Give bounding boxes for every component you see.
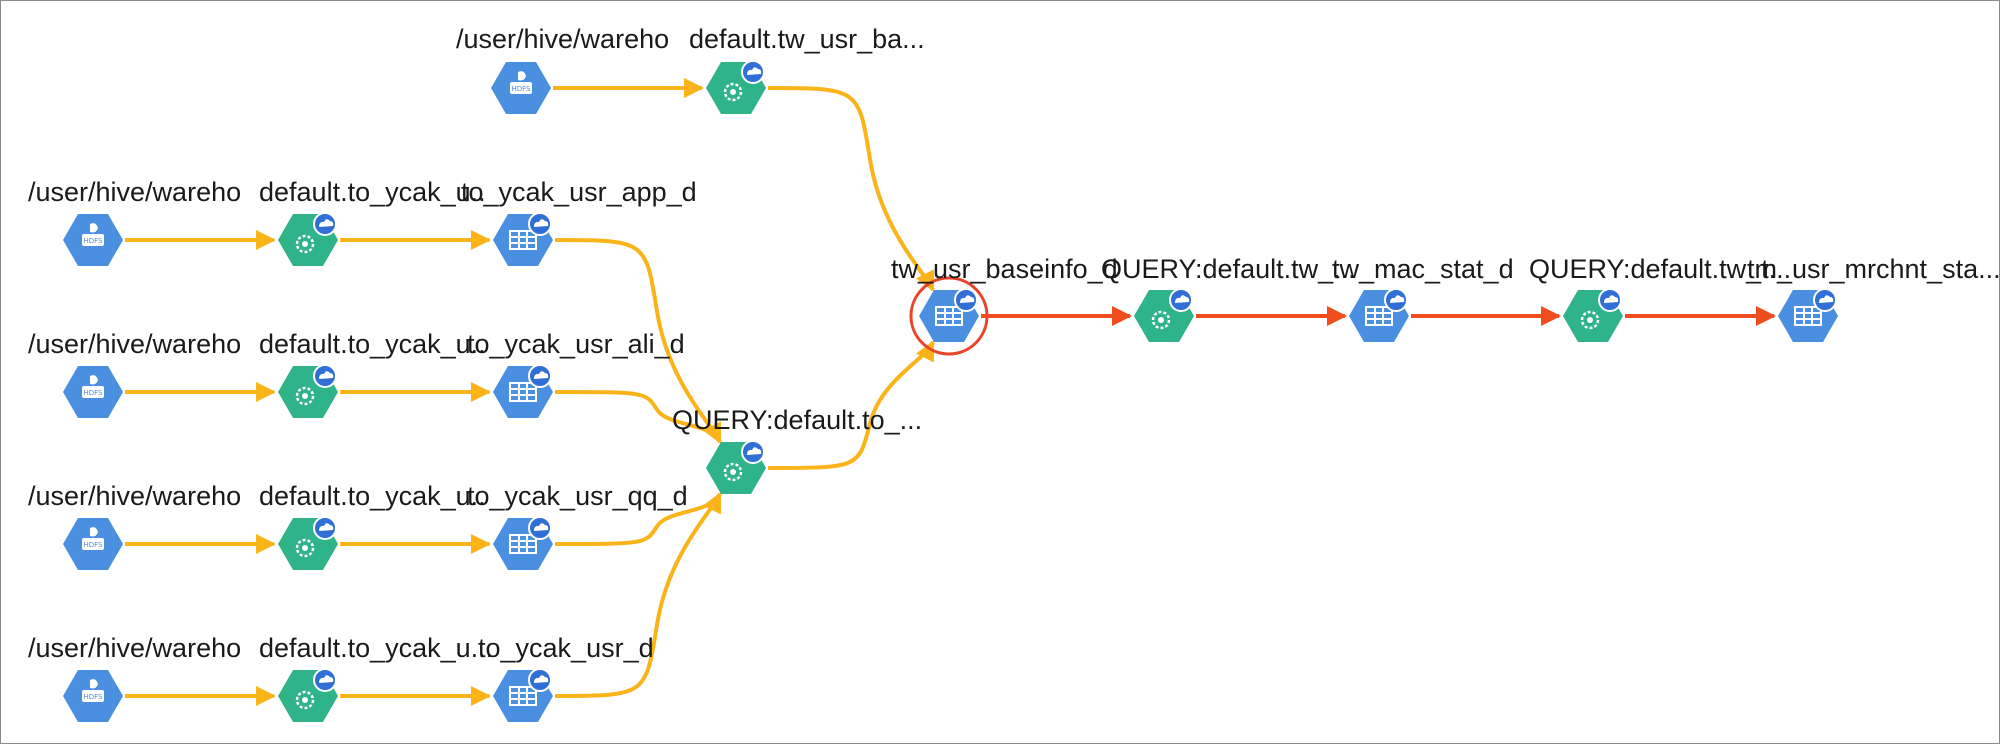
node-proc4[interactable] (278, 668, 338, 722)
cloud-badge-icon (1813, 288, 1837, 312)
node-q1[interactable] (1134, 288, 1194, 342)
node-mac[interactable] (1349, 288, 1409, 342)
node-label-mrch: tm_usr_mrchnt_sta... (1747, 254, 2000, 284)
node-hdfs2[interactable]: HDFS (63, 366, 123, 418)
cloud-badge-icon (528, 364, 552, 388)
labels-layer: /user/hive/wareho default.tw_usr_ba... /us… (28, 24, 2000, 663)
node-q0[interactable] (706, 440, 766, 494)
hdfs-icon: HDFS (82, 375, 104, 398)
table-icon (935, 306, 963, 326)
hdfs-icon: HDFS (510, 71, 532, 94)
gear-icon (295, 234, 315, 254)
hdfs-icon: HDFS (82, 679, 104, 702)
gear-icon (1151, 310, 1171, 330)
node-label-tbl4: to_ycak_usr_d (478, 633, 654, 663)
cloud-badge-icon (1598, 288, 1622, 312)
node-label-proc3: default.to_ycak_u.. (259, 481, 486, 511)
edge-proc0-to-baseinfo (767, 86, 935, 292)
edge-q0-to-baseinfo (767, 340, 935, 470)
node-tbl2[interactable] (493, 364, 553, 418)
node-label-tbl2: to_ycak_usr_ali_d (467, 329, 685, 359)
gear-icon (723, 82, 743, 102)
node-mrch[interactable] (1778, 288, 1838, 342)
cloud-badge-icon (313, 212, 337, 236)
table-icon (509, 382, 537, 402)
node-label-proc2: default.to_ycak_u.. (259, 329, 486, 359)
node-tbl3[interactable] (493, 516, 553, 570)
node-tbl1[interactable] (493, 212, 553, 266)
hdfs-icon: HDFS (82, 223, 104, 246)
cloud-badge-icon (1169, 288, 1193, 312)
node-baseinfo[interactable] (909, 276, 989, 356)
gear-icon (723, 462, 743, 482)
node-proc2[interactable] (278, 364, 338, 418)
node-label-hdfs2: /user/hive/wareho (28, 329, 241, 359)
node-label-q2: QUERY:default.tw_t... (1529, 254, 1791, 284)
node-label-tbl3: to_ycak_usr_qq_d (467, 481, 688, 511)
svg-text:HDFS: HDFS (511, 85, 531, 93)
gear-icon (295, 538, 315, 558)
cloud-badge-icon (313, 668, 337, 692)
svg-text:HDFS: HDFS (83, 389, 103, 397)
edge-tbl2-to-q0 (554, 390, 722, 444)
node-hdfs0[interactable]: HDFS (491, 62, 551, 114)
cloud-badge-icon (741, 440, 765, 464)
node-label-baseinfo: tw_usr_baseinfo_d (891, 254, 1118, 284)
edge-tbl1-to-q0 (554, 238, 722, 444)
node-proc1[interactable] (278, 212, 338, 266)
table-icon (509, 534, 537, 554)
gear-icon (295, 386, 315, 406)
svg-text:HDFS: HDFS (83, 541, 103, 549)
node-label-tbl1: to_ycak_usr_app_d (461, 177, 697, 207)
gear-icon (295, 690, 315, 710)
node-hdfs1[interactable]: HDFS (63, 214, 123, 266)
node-proc0[interactable] (706, 60, 766, 114)
node-label-proc0: default.tw_usr_ba... (689, 24, 925, 54)
table-icon (1365, 306, 1393, 326)
edge-tbl4-to-q0 (554, 492, 722, 698)
cloud-badge-icon (741, 60, 765, 84)
cloud-badge-icon (313, 364, 337, 388)
node-hdfs3[interactable]: HDFS (63, 518, 123, 570)
node-label-mac: tw_mac_stat_d (1332, 254, 1514, 284)
cloud-badge-icon (313, 516, 337, 540)
node-label-proc4: default.to_ycak_u... (259, 633, 493, 663)
node-label-hdfs0: /user/hive/wareho (456, 24, 669, 54)
node-label-hdfs3: /user/hive/wareho (28, 481, 241, 511)
node-label-hdfs4: /user/hive/wareho (28, 633, 241, 663)
selected-ring (909, 276, 989, 356)
cloud-badge-icon (528, 212, 552, 236)
table-icon (509, 230, 537, 250)
node-label-q1: QUERY:default.tw_... (1101, 254, 1356, 284)
cloud-badge-icon (528, 516, 552, 540)
gear-icon (1580, 310, 1600, 330)
table-icon (1794, 306, 1822, 326)
node-proc3[interactable] (278, 516, 338, 570)
nodes-layer: HDFS HDFS HDFS HDFS HDFS (63, 60, 1838, 722)
edges-layer (125, 78, 1776, 706)
cloud-badge-icon (1384, 288, 1408, 312)
svg-text:HDFS: HDFS (83, 237, 103, 245)
node-hdfs4[interactable]: HDFS (63, 670, 123, 722)
cloud-badge-icon (528, 668, 552, 692)
node-tbl4[interactable] (493, 668, 553, 722)
node-q2[interactable] (1563, 288, 1623, 342)
hdfs-icon: HDFS (82, 527, 104, 550)
table-icon (509, 686, 537, 706)
cloud-badge-icon (954, 288, 978, 312)
node-label-hdfs1: /user/hive/wareho (28, 177, 241, 207)
node-label-q0: QUERY:default.to_... (672, 405, 922, 435)
edge-tbl3-to-q0 (554, 492, 722, 546)
svg-text:HDFS: HDFS (83, 693, 103, 701)
node-label-proc1: default.to_ycak_u.. (259, 177, 486, 207)
